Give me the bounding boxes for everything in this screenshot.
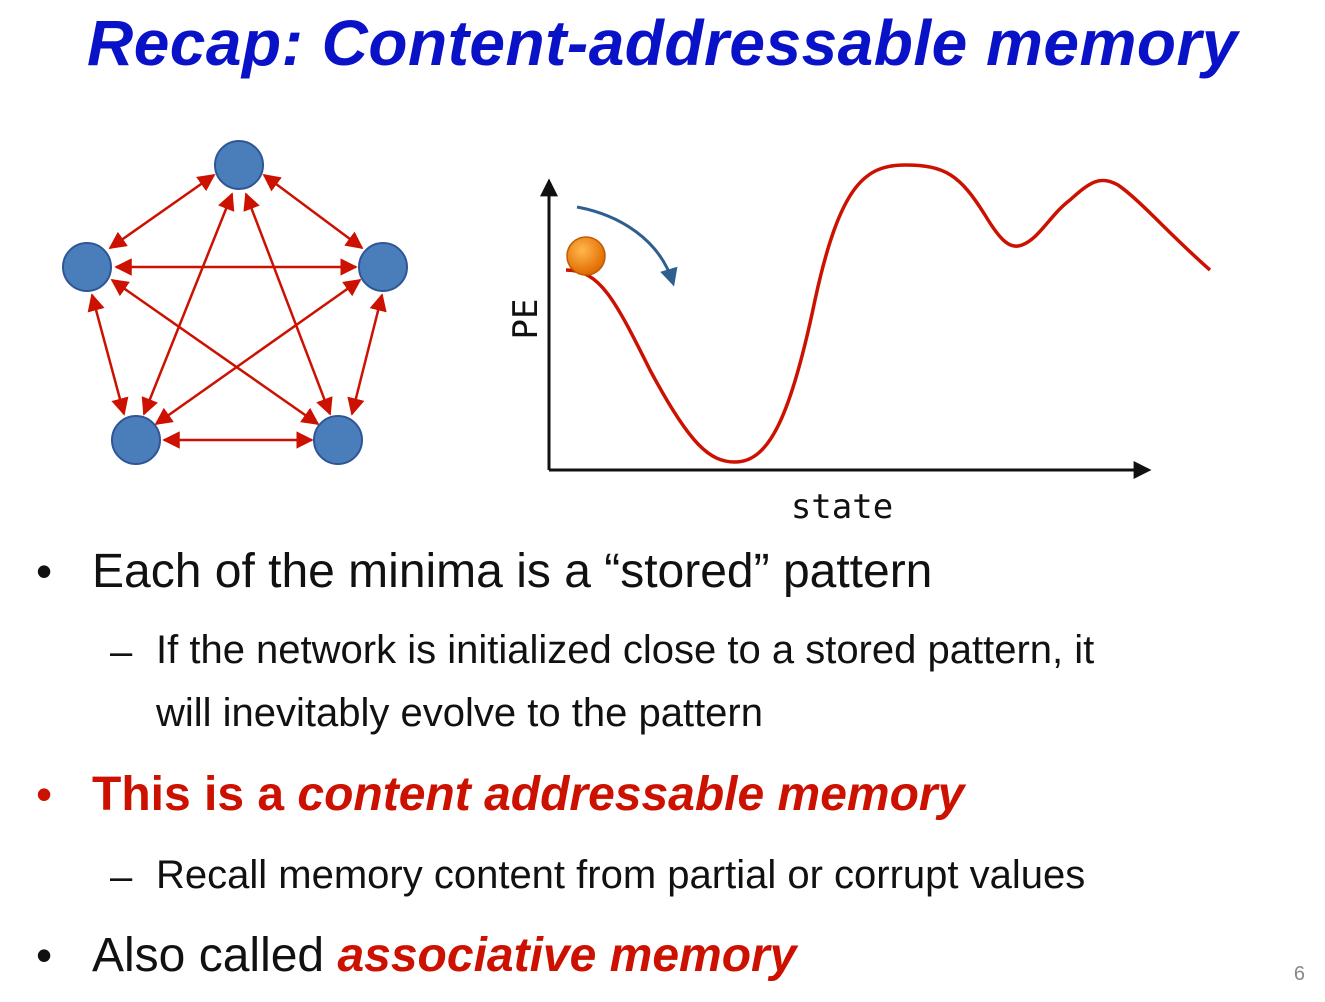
slide-title: Recap: Content-addressable memory: [86, 7, 1239, 79]
node-left: [62, 242, 112, 292]
bullet-3-dot: •: [36, 929, 53, 981]
descent-arrow: [576, 205, 678, 287]
edge-right-bottomleft: [154, 278, 362, 426]
node-bottom-right: [313, 415, 363, 465]
y-axis-label: PE: [506, 299, 546, 340]
node-top: [214, 140, 264, 190]
bullet-3-prefix: Also called: [92, 929, 338, 982]
bullet-3-text: Also called associative memory: [92, 932, 796, 980]
sub-bullet-1-dash: –: [110, 630, 133, 674]
bullet-2-text: This is a content addressable memory: [92, 771, 964, 819]
bullet-2-dot: •: [36, 768, 53, 820]
edge-top-right: [262, 173, 364, 250]
edge-top-left: [108, 173, 216, 250]
page-number: 6: [1293, 963, 1305, 985]
node-right: [358, 242, 408, 292]
graph-edges: [87, 173, 387, 449]
bullet-2-emphasis: content addressable memory: [297, 768, 965, 821]
sub-bullet-2-dash: –: [110, 855, 133, 899]
bullet-2-prefix: This is a: [92, 768, 298, 821]
sub-bullet-2-text: Recall memory content from partial or co…: [156, 853, 1086, 897]
sub-bullet-1-line-2: will inevitably evolve to the pattern: [156, 691, 763, 735]
energy-curve: [565, 163, 1212, 464]
edge-right-bottomright: [347, 293, 387, 416]
node-bottom-left: [111, 415, 161, 465]
sub-bullet-1-line-1: If the network is initialized close to a…: [156, 628, 1095, 672]
bullet-1-text: Each of the minima is a “stored” pattern: [92, 545, 933, 598]
ball: [566, 236, 606, 276]
energy-plot: PE state: [506, 163, 1212, 527]
x-axis-label: state: [791, 487, 893, 527]
bullet-3-emphasis: associative memory: [337, 929, 797, 982]
edge-left-bottomleft: [87, 293, 129, 416]
graph-nodes: [62, 140, 408, 465]
bullet-1-dot: •: [36, 545, 53, 597]
